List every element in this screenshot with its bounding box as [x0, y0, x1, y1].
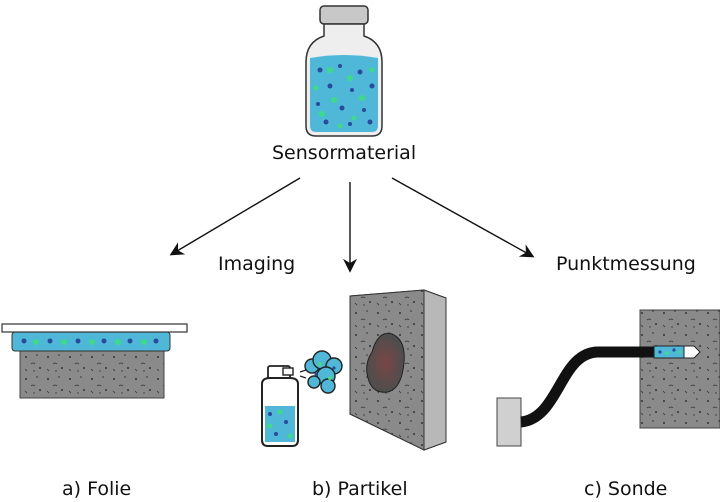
spray-can-icon	[261, 350, 343, 447]
spray-cloud	[304, 350, 343, 394]
sonde-label: c) Sonde	[584, 478, 668, 500]
punktmessung-label: Punktmessung	[556, 253, 696, 275]
partikel-label: b) Partikel	[312, 478, 408, 500]
arrow-to-folie	[169, 177, 301, 256]
imaging-label: Imaging	[218, 253, 296, 275]
center-label: Sensormaterial	[272, 142, 417, 164]
folie-label: a) Folie	[62, 478, 132, 500]
concrete-wall-icon	[349, 289, 447, 451]
sensor-vial-icon	[305, 5, 383, 137]
folie-icon	[1, 323, 188, 399]
arrow-to-sonde	[391, 177, 535, 258]
probe-icon	[496, 309, 720, 447]
arrows	[169, 177, 535, 273]
